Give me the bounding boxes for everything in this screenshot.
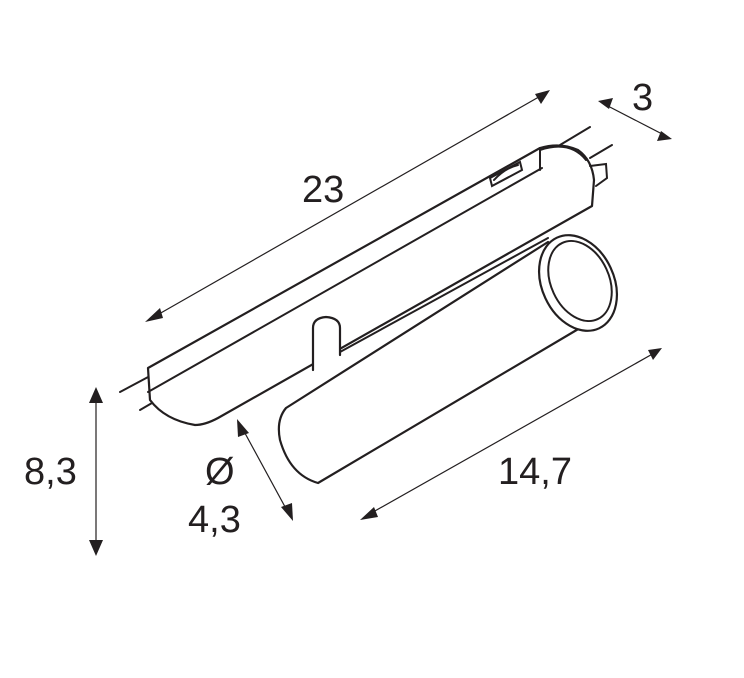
dimension-label-diameter-symbol: Ø bbox=[205, 451, 235, 493]
dimension-height: 8,3 bbox=[24, 387, 103, 556]
spotlight-cylinder bbox=[277, 234, 618, 485]
dimension-diameter: Ø 4,3 bbox=[188, 419, 293, 541]
dimension-length-total: 23 bbox=[145, 90, 550, 322]
dimension-label-diameter: 4,3 bbox=[188, 499, 241, 541]
dimension-label-head-length: 14,7 bbox=[498, 451, 572, 493]
track-adapter bbox=[146, 144, 609, 427]
dimension-depth: 3 bbox=[598, 77, 672, 141]
dimension-head-length: 14,7 bbox=[360, 348, 662, 520]
dimension-label-depth: 3 bbox=[632, 77, 653, 119]
dimension-label-length-total: 23 bbox=[302, 169, 344, 211]
track-rail-lines bbox=[119, 126, 613, 411]
dimension-label-height: 8,3 bbox=[24, 451, 77, 493]
